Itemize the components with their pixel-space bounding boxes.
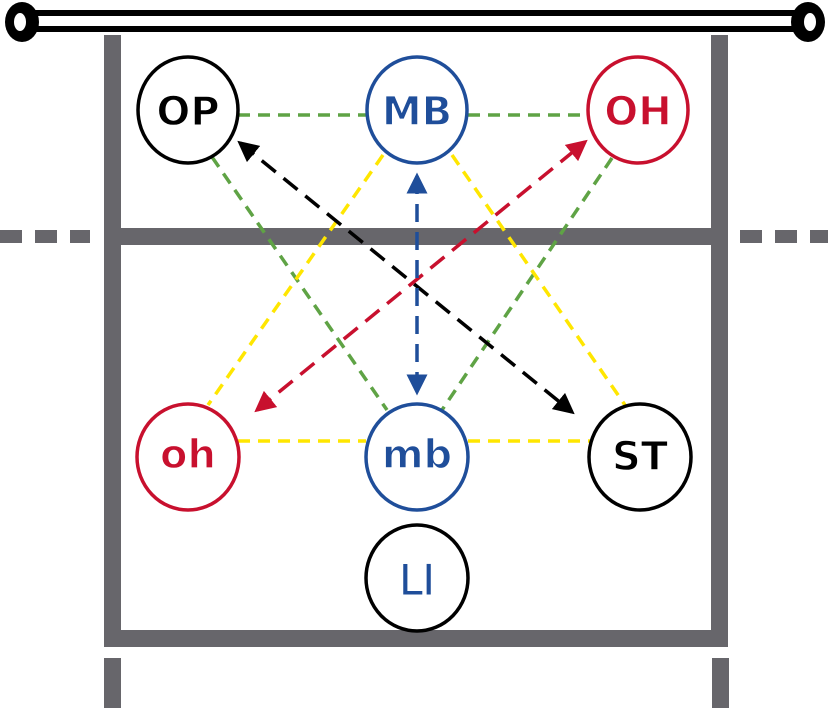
player-circle <box>364 402 470 512</box>
player-circle <box>587 402 693 512</box>
yellow-line-mb-st <box>450 154 627 406</box>
player-oh-back[interactable]: oh oh <box>135 402 241 512</box>
green-line-oh-mb-back <box>440 157 614 411</box>
black-arrow-op-st <box>237 140 575 415</box>
player-label-mb-back-inline: mb <box>382 432 452 478</box>
player-label-mb-back: mb <box>382 432 452 478</box>
connections <box>206 113 627 443</box>
player-li[interactable]: LI <box>364 523 470 633</box>
player-circle <box>136 55 240 165</box>
green-line-op-mb-back <box>210 156 389 411</box>
player-circle <box>365 55 469 165</box>
player-label-oh-back: oh <box>160 432 216 478</box>
court-boundary <box>104 35 728 647</box>
end-line-post-right <box>712 658 729 708</box>
player-op[interactable]: OP OP <box>136 55 240 165</box>
player-label-oh-back-inline: oh <box>160 432 216 478</box>
end-line-post-left <box>104 658 121 708</box>
player-label-mb-front: MB <box>382 89 452 135</box>
player-circle <box>586 55 690 165</box>
player-label-op-inline: OP <box>156 89 219 135</box>
net-post-left-hole <box>14 13 26 31</box>
player-label-op: OP <box>156 89 219 135</box>
player-label-oh-front: OH <box>604 89 671 135</box>
player-circle <box>364 523 470 633</box>
player-label-li: LI <box>399 556 435 605</box>
player-mb-front[interactable]: MB MB <box>365 55 469 165</box>
net-band-inner <box>30 16 798 26</box>
player-label-mb-front-inline: MB <box>382 89 452 135</box>
player-label-oh-front-inline: OH <box>604 89 671 135</box>
net <box>5 2 825 42</box>
player-oh-front[interactable]: OH OH <box>586 55 690 165</box>
player-label-st: ST <box>612 434 669 480</box>
player-st[interactable]: ST ST <box>587 402 693 512</box>
net-post-right-hole <box>804 13 816 31</box>
player-label-st-inline: ST <box>612 434 669 480</box>
player-circle <box>135 402 241 512</box>
player-mb-back[interactable]: mb mb <box>364 402 470 512</box>
